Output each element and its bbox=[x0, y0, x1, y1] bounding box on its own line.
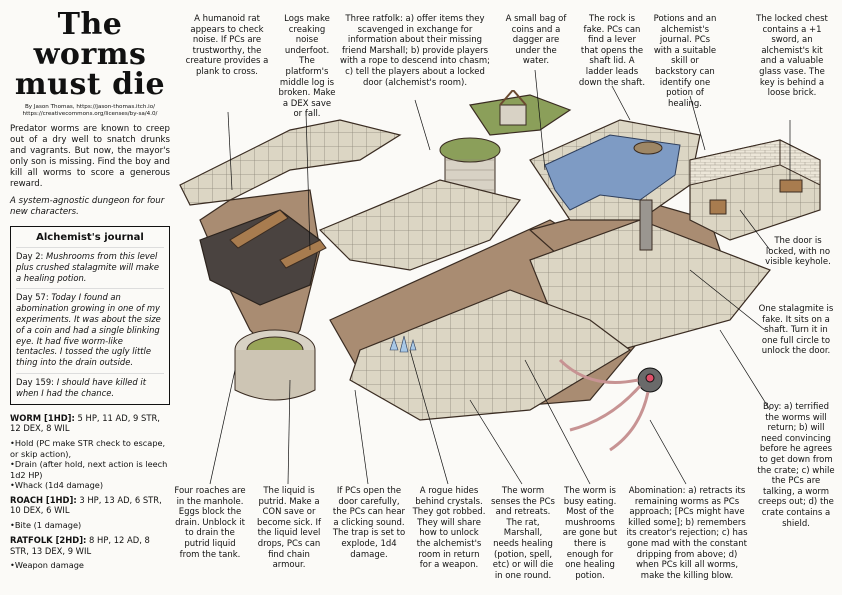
byline: By Jason Thomas, https://jason-thomas.it… bbox=[22, 104, 158, 117]
note-three-ratfolk: Three ratfolk: a) offer items they scave… bbox=[340, 14, 490, 88]
alchemist-room bbox=[689, 139, 821, 241]
tagline: A system-agnostic dungeon for four new c… bbox=[10, 196, 165, 217]
intro-text: Predator worms are known to creep out of… bbox=[10, 124, 170, 189]
note-worm-senses: The worm senses the PCs and retreats. Th… bbox=[491, 486, 555, 581]
log-bridge bbox=[229, 209, 327, 269]
journal-entry: Day 159: I should have killed it when I … bbox=[16, 372, 164, 399]
crystals bbox=[389, 335, 417, 353]
note-chest: The locked chest contains a +1 sword, an… bbox=[756, 14, 828, 99]
journal-heading: Alchemist's journal bbox=[36, 232, 144, 243]
note-logs: Logs make creaking noise underfoot. The … bbox=[278, 14, 336, 120]
note-abomination: Abomination: a) retracts its remaining w… bbox=[626, 486, 748, 581]
abomination bbox=[558, 358, 663, 452]
note-potions: Potions and an alchemist's journal. PCs … bbox=[653, 14, 717, 109]
well-bucket bbox=[499, 90, 527, 126]
left-column: The worms must die By Jason Thomas, http… bbox=[10, 10, 170, 571]
page-title: The worms must die bbox=[14, 7, 166, 102]
alchemist-journal: Alchemist's journal Day 2: Mushrooms fro… bbox=[10, 226, 170, 405]
note-rock: The rock is fake. PCs can find a lever t… bbox=[578, 14, 646, 88]
monster-worm: WORM [1HD]: 5 HP, 11 AD, 9 STR, 12 DEX, … bbox=[10, 412, 168, 491]
note-worm-eating: The worm is busy eating. Most of the mus… bbox=[562, 486, 618, 581]
journal-entry: Day 2: Mushrooms from this level plus cr… bbox=[16, 247, 164, 283]
fake-rock bbox=[633, 141, 663, 155]
monster-roach: ROACH [1HD]: 3 HP, 13 AD, 6 STR, 10 DEX,… bbox=[10, 494, 162, 531]
stone-pillar bbox=[639, 199, 653, 251]
note-door: The door is locked, with no visible keyh… bbox=[765, 236, 831, 268]
note-liquid: The liquid is putrid. Make a CON save or… bbox=[257, 486, 321, 571]
dungeon-map bbox=[179, 90, 821, 452]
monster-ratfolk: RATFOLK [2HD]: 8 HP, 12 AD, 8 STR, 13 DE… bbox=[10, 534, 150, 571]
note-rogue: A rogue hides behind crystals. They got … bbox=[412, 486, 486, 571]
note-roaches: Four roaches are in the manhole. Eggs bl… bbox=[174, 486, 246, 560]
middle-floor bbox=[318, 179, 522, 271]
note-ratfolk-trust: A humanoid rat appears to check noise. I… bbox=[185, 14, 269, 77]
journal-entry: Day 57: Today I found an abomination gro… bbox=[16, 288, 164, 368]
note-door-trap: If PCs open the door carefully, the PCs … bbox=[332, 486, 406, 560]
note-boy: Boy: a) terrified the worms will return;… bbox=[757, 402, 835, 529]
note-stalagmite: One stalagmite is fake. It sits on a sha… bbox=[758, 304, 834, 357]
note-bag: A small bag of coins and a dagger are un… bbox=[505, 14, 567, 67]
lower-corridor bbox=[349, 289, 632, 421]
manhole-tank bbox=[234, 329, 316, 401]
